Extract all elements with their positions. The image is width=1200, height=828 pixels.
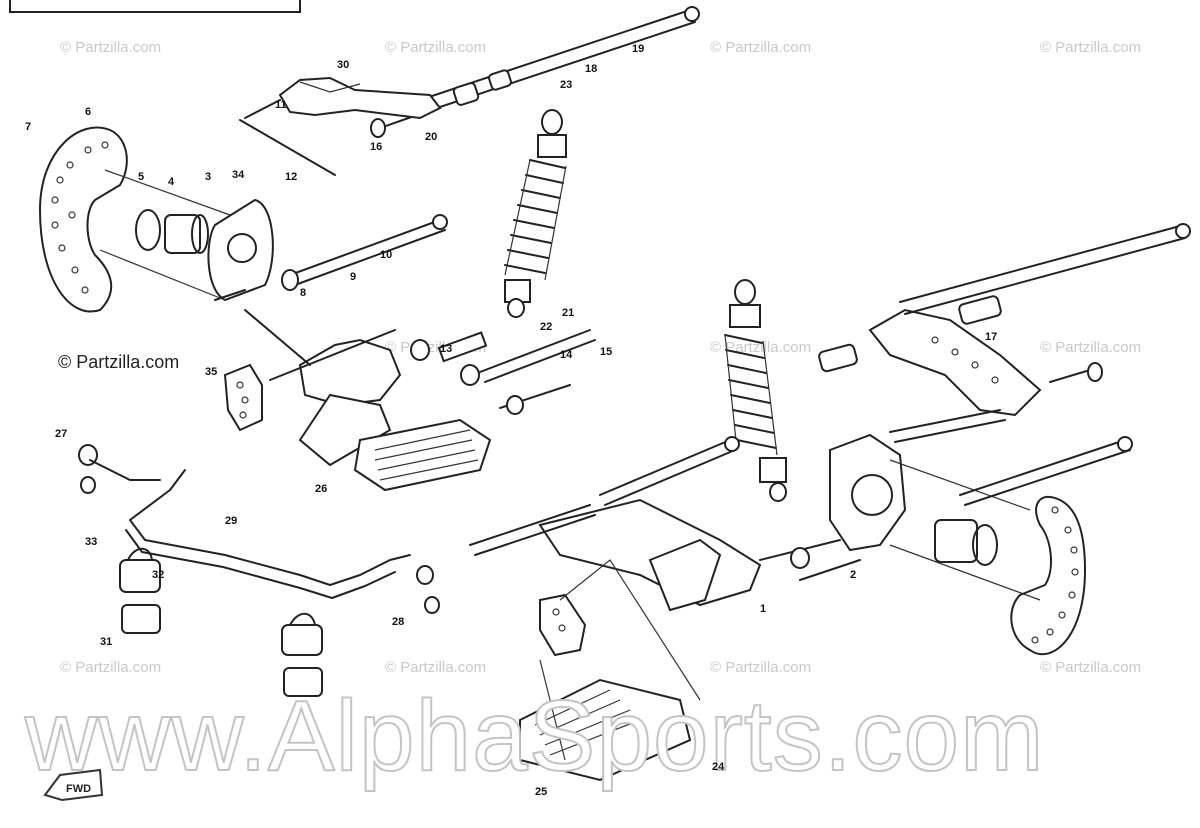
left-hub-assembly xyxy=(99,169,274,302)
callout-30: 30 xyxy=(337,59,349,71)
callout-22: 22 xyxy=(540,321,552,333)
callout-20: 20 xyxy=(425,131,437,143)
wm-4: © Partzilla.com xyxy=(1040,39,1141,56)
callout-2: 2 xyxy=(850,569,856,581)
callout-31: 31 xyxy=(100,636,112,648)
callout-34: 34 xyxy=(232,169,245,181)
wm-11: © Partzilla.com xyxy=(1040,659,1141,676)
callout-21: 21 xyxy=(562,307,574,319)
right-lower-arm xyxy=(469,436,861,612)
callout-12: 12 xyxy=(285,171,297,183)
left-shock-absorber xyxy=(504,109,567,318)
upper-right-a-arm xyxy=(818,223,1191,417)
callout-3: 3 xyxy=(205,171,211,183)
partzilla-overlay-watermark: © Partzilla.com xyxy=(58,352,179,372)
alphasports-watermark: www.AlphaSports.com xyxy=(24,680,1044,792)
right-hub-assembly xyxy=(829,409,1133,601)
callout-33: 33 xyxy=(85,536,97,548)
stabilizer-bar xyxy=(78,444,440,614)
callout-4: 4 xyxy=(168,176,175,188)
callout-labels: 1 2 3 4 5 6 7 8 9 10 11 12 13 14 15 16 1… xyxy=(25,43,997,798)
callout-18: 18 xyxy=(585,63,597,75)
left-lower-arm xyxy=(244,309,596,467)
callout-27: 27 xyxy=(55,428,67,440)
callout-35: 35 xyxy=(205,366,217,378)
fwd-label: FWD xyxy=(66,783,91,795)
left-brake-disc xyxy=(39,126,128,313)
callout-9: 9 xyxy=(350,271,356,283)
callout-13: 13 xyxy=(440,343,452,355)
callout-14: 14 xyxy=(560,349,573,361)
callout-15: 15 xyxy=(600,346,612,358)
right-brake-caliper xyxy=(539,593,587,657)
callout-7: 7 xyxy=(25,121,31,133)
callout-23: 23 xyxy=(560,79,572,91)
callout-6: 6 xyxy=(85,106,91,118)
right-brake-disc xyxy=(1010,495,1086,656)
callout-11: 11 xyxy=(275,99,287,111)
left-brake-caliper xyxy=(223,363,263,432)
middle-skid-plate xyxy=(353,418,492,492)
wm-1: © Partzilla.com xyxy=(60,39,161,56)
wm-9: © Partzilla.com xyxy=(385,659,486,676)
wm-7: © Partzilla.com xyxy=(1040,339,1141,356)
callout-26: 26 xyxy=(315,483,327,495)
callout-17: 17 xyxy=(985,331,997,343)
partzilla-watermarks: © Partzilla.com © Partzilla.com © Partzi… xyxy=(60,39,1141,676)
lower-skid-plate xyxy=(519,559,701,782)
right-shock-absorber xyxy=(724,279,787,502)
middle-bolts xyxy=(214,214,448,301)
callout-1: 1 xyxy=(760,603,766,615)
wm-3: © Partzilla.com xyxy=(710,39,811,56)
callout-25: 25 xyxy=(535,786,547,798)
stabilizer-bushings xyxy=(119,547,323,697)
callout-32: 32 xyxy=(152,569,164,581)
callout-16: 16 xyxy=(370,141,382,153)
callout-24: 24 xyxy=(712,761,725,773)
wm-10: © Partzilla.com xyxy=(710,659,811,676)
wm-2: © Partzilla.com xyxy=(385,39,486,56)
callout-29: 29 xyxy=(225,515,237,527)
callout-28: 28 xyxy=(392,616,404,628)
forward-direction-badge: FWD xyxy=(43,768,104,802)
callout-10: 10 xyxy=(380,249,392,261)
callout-19: 19 xyxy=(632,43,644,55)
upper-left-a-arm xyxy=(239,76,442,176)
wm-8: © Partzilla.com xyxy=(60,659,161,676)
upper-pivot-bolts xyxy=(370,6,700,138)
callout-5: 5 xyxy=(138,171,144,183)
callout-8: 8 xyxy=(300,287,306,299)
title-box-remnant xyxy=(9,0,301,13)
